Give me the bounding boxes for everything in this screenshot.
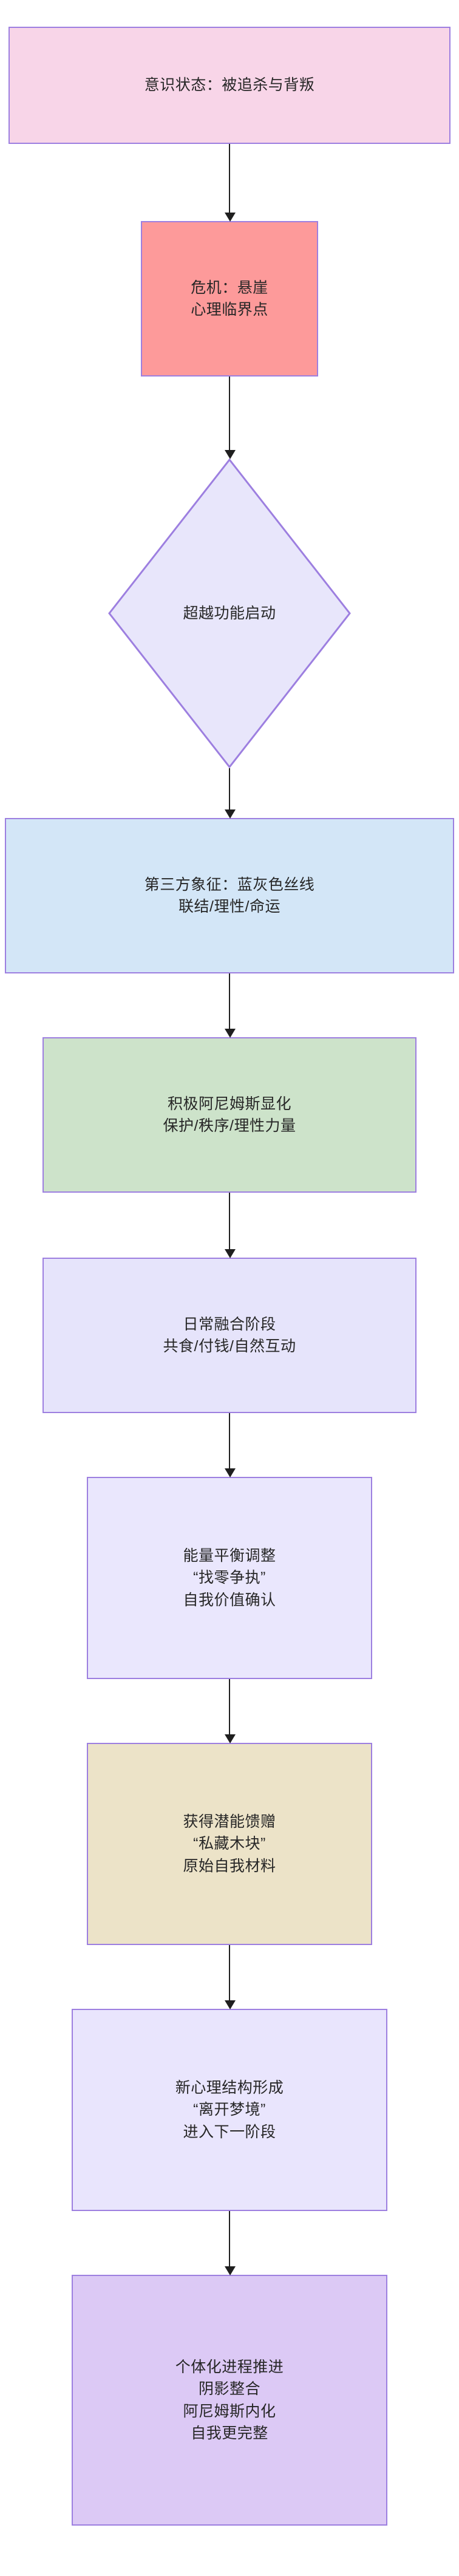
flow-node-n7[interactable]: 能量平衡调整 “找零争执” 自我价值确认 xyxy=(87,1477,372,1679)
node-text-line: 心理临界点 xyxy=(191,301,268,318)
node-text-line: 阿尼姆斯内化 xyxy=(183,2402,276,2420)
flow-node-n2[interactable]: 危机：悬崖心理临界点 xyxy=(141,221,318,377)
arrow-head-icon xyxy=(225,450,236,459)
arrow-head-icon xyxy=(225,809,236,819)
node-text-line: 原始自我材料 xyxy=(183,1857,276,1875)
arrow-head-icon xyxy=(225,213,236,222)
flow-node-n4[interactable]: 第三方象征：蓝灰色丝线联结/理性/命运 xyxy=(5,818,454,973)
node-text-line: 第三方象征：蓝灰色丝线 xyxy=(144,876,315,893)
edge-line xyxy=(229,377,230,450)
arrow-head-icon xyxy=(225,1029,236,1038)
node-text-line: 危机：悬崖 xyxy=(191,279,268,296)
flow-node-n1[interactable]: 意识状态：被追杀与背叛 xyxy=(8,27,450,144)
node-text-line: 保护/秩序/理性力量 xyxy=(163,1117,296,1134)
flow-node-n5[interactable]: 积极阿尼姆斯显化保护/秩序/理性力量 xyxy=(42,1037,416,1193)
edge-line xyxy=(229,1193,230,1249)
arrow-head-icon xyxy=(225,1468,236,1477)
node-text-line: 获得潜能馈赠 xyxy=(183,1813,276,1831)
edge-line xyxy=(229,1413,230,1468)
diamond-shape-icon xyxy=(108,458,351,768)
edge-line xyxy=(229,768,230,809)
flow-node-n9[interactable]: 新心理结构形成 “离开梦境” 进入下一阶段 xyxy=(72,2009,387,2211)
arrow-head-icon xyxy=(225,1249,236,1258)
arrow-head-icon xyxy=(225,2266,236,2275)
node-text-line: 日常融合阶段 xyxy=(183,1315,276,1333)
node-text-line: 联结/理性/命运 xyxy=(178,898,280,915)
node-text-line: 自我更完整 xyxy=(191,2424,268,2442)
edge-line xyxy=(229,973,230,1029)
node-text-line: 能量平衡调整 xyxy=(183,1547,276,1565)
flow-node-n10[interactable]: 个体化进程推进阴影整合阿尼姆斯内化自我更完整 xyxy=(72,2275,387,2526)
flow-node-n3-diamond[interactable]: 超越功能启动 xyxy=(108,458,351,768)
node-text-line: 自我价值确认 xyxy=(183,1591,276,1609)
arrow-head-icon xyxy=(225,2000,236,2009)
node-text-line: 个体化进程推进 xyxy=(175,2359,284,2376)
node-text-line: 积极阿尼姆斯显化 xyxy=(167,1095,291,1113)
edge-line xyxy=(229,1679,230,1734)
node-text-line: 意识状态：被追杀与背叛 xyxy=(144,77,315,94)
flow-node-n6[interactable]: 日常融合阶段共食/付钱/自然互动 xyxy=(42,1258,416,1413)
node-text-line: 新心理结构形成 xyxy=(175,2079,284,2097)
node-text-line: 共食/付钱/自然互动 xyxy=(163,1338,296,1355)
arrow-head-icon xyxy=(225,1734,236,1743)
node-text-line: 阴影整合 xyxy=(198,2380,260,2398)
flow-node-n3-label: 超越功能启动 xyxy=(183,602,276,624)
node-text-line: “私藏木块” xyxy=(193,1835,266,1853)
flow-node-n8[interactable]: 获得潜能馈赠 “私藏木块” 原始自我材料 xyxy=(87,1743,372,1945)
node-text-line: “离开梦境” xyxy=(193,2101,266,2119)
node-text-line: 进入下一阶段 xyxy=(183,2123,276,2141)
edge-line xyxy=(229,144,230,213)
edge-line xyxy=(229,1945,230,2000)
edge-line xyxy=(229,2211,230,2266)
node-text-line: 超越功能启动 xyxy=(183,604,276,622)
node-text-line: “找零争执” xyxy=(193,1569,266,1587)
